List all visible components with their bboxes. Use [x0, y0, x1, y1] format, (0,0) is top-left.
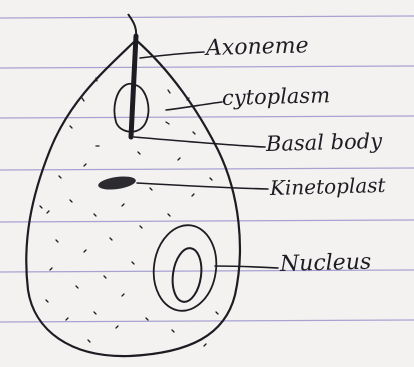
kinetoplast-shape: [97, 174, 136, 191]
pointer-nucleus: [215, 266, 278, 268]
pointer-basal-body: [134, 137, 265, 147]
notebook-ruled-lines: [0, 16, 414, 322]
label-basal-body: Basal body: [266, 129, 383, 156]
label-nucleus: Nucleus: [280, 250, 372, 277]
pointer-kinetoplast: [137, 183, 268, 189]
label-cytoplasm: cytoplasm: [222, 83, 331, 110]
label-axoneme: Axoneme: [206, 33, 309, 61]
axoneme-rod: [131, 36, 136, 137]
label-kinetoplast: Kinetoplast: [270, 173, 386, 200]
nucleus-inner: [169, 246, 204, 303]
